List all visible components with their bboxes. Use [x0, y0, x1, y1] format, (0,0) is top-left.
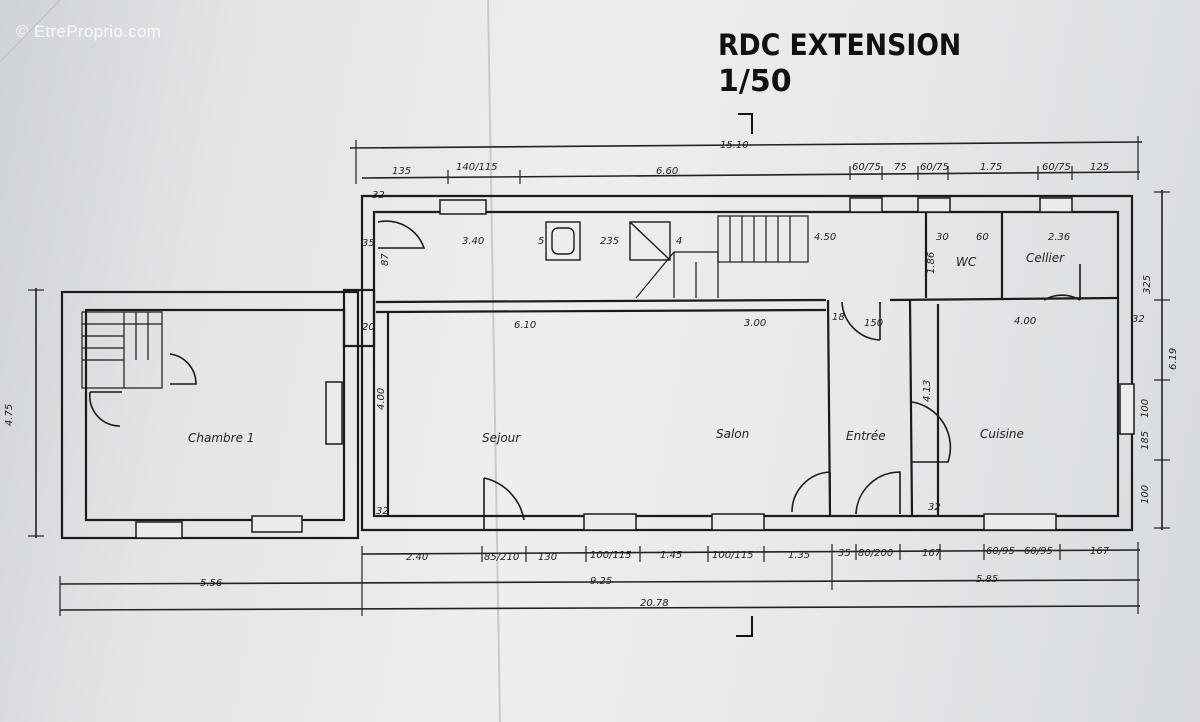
dim-bottom-925: 9.25 [590, 576, 612, 587]
dim-bottom-b13: 167 [1090, 546, 1110, 557]
dim-w610: 6.10 [514, 320, 536, 331]
dim-w236: 2.36 [1048, 232, 1070, 243]
dim-line-bottom-seg [59, 579, 1141, 585]
dim-bottom-b3: 130 [538, 552, 557, 563]
dim-top-d2: 140/115 [456, 162, 498, 173]
room-cuisine: Cuisine [980, 427, 1024, 441]
dim-bottom-556: 5.56 [200, 578, 222, 589]
dim-w30: 30 [936, 232, 949, 243]
crop-mark-top [738, 113, 753, 134]
wall-chambre-inner [84, 308, 346, 522]
walls [60, 194, 1134, 540]
dim-top-overall: 15.10 [720, 140, 749, 151]
room-entree: Entrée [846, 429, 886, 443]
wall-main-outer [360, 194, 1134, 532]
dim-right-r4: 100 [1140, 485, 1151, 504]
windows [135, 197, 1135, 539]
dim-w18: 18 [832, 312, 845, 323]
dim-w400: 4.00 [1014, 316, 1036, 327]
dim-top-d1: 135 [392, 166, 411, 177]
dim-bottom-b2: 85/210 [484, 552, 519, 563]
dim-w340: 3.40 [462, 236, 484, 247]
wall-cuisine-top [889, 296, 1119, 302]
dim-w20: 20 [362, 322, 375, 333]
wall-connector [342, 288, 376, 348]
dim-right-overall: 6.19 [1168, 348, 1179, 370]
dim-w450: 4.50 [814, 232, 836, 243]
dim-bottom-b12: 60/95 [1024, 546, 1053, 557]
wall-entree-cuisine [908, 299, 914, 517]
sanitary [545, 221, 671, 261]
plan-scale: 1/50 [718, 64, 792, 99]
dim-w32b: 32 [376, 506, 389, 517]
dim-bottom-b5: 1.45 [660, 550, 682, 561]
wall-chambre-outer [60, 290, 360, 540]
dim-bottom-b6: 100/115 [712, 550, 754, 561]
dim-bottom-b10: 167 [922, 548, 942, 559]
paper-fold [487, 0, 501, 722]
dim-right-r3: 185 [1140, 431, 1151, 450]
dim-h186: 1.86 [926, 252, 937, 274]
dim-right-r2: 100 [1140, 399, 1151, 418]
dim-bottom-b7: 1.35 [788, 550, 810, 561]
dim-w235: 235 [600, 236, 619, 247]
dim-bottom-b9: 80/200 [858, 548, 893, 559]
room-chambre: Chambre 1 [188, 431, 254, 445]
dim-h413: 4.13 [922, 380, 933, 402]
dim-bottom-b1: 2.40 [406, 552, 428, 563]
dim-w150: 150 [864, 318, 883, 329]
dim-ticks [28, 136, 1170, 616]
crop-mark-bottom [736, 616, 753, 637]
dim-h475: 4.75 [4, 404, 15, 426]
dim-line-bottom-detail [361, 549, 1141, 555]
dim-w32c: 32 [928, 502, 941, 513]
wall-corridor-2 [375, 308, 827, 314]
plan-title: RDC EXTENSION [718, 28, 962, 62]
room-salon: Salon [716, 427, 749, 441]
dim-w5: 5 [538, 236, 544, 247]
dim-bottom-585: 5.85 [976, 574, 998, 585]
wall-main-inner [372, 210, 1120, 518]
dim-w32r: 32 [1132, 314, 1145, 325]
dim-top-d7: 1.75 [980, 162, 1002, 173]
dim-bottom-b11: 60/95 [986, 546, 1015, 557]
dim-top-d6: 60/75 [920, 162, 949, 173]
doors [88, 220, 1081, 530]
dim-line-top-overall [349, 141, 1143, 149]
dim-v32: 32 [372, 190, 385, 201]
dim-right-r1: 325 [1142, 275, 1153, 294]
dim-v87: 87 [380, 253, 391, 266]
dim-top-d5: 75 [894, 162, 907, 173]
dim-top-d8: 60/75 [1042, 162, 1071, 173]
dim-top-d3: 6.60 [656, 166, 678, 177]
paper-corner [0, 0, 61, 63]
dim-line-top-detail [361, 171, 1141, 179]
dim-bottom-overall: 20.78 [640, 598, 669, 609]
room-sejour: Sejour [482, 431, 521, 445]
shower [629, 221, 671, 261]
wall-corridor [375, 298, 827, 304]
stairs [81, 215, 809, 389]
dim-bottom-b8: 35 [838, 548, 851, 559]
dim-w60: 60 [976, 232, 989, 243]
dim-v35: 35 [362, 238, 375, 249]
room-wc: WC [956, 255, 977, 269]
dim-w300: 3.00 [744, 318, 766, 329]
dim-top-d9: 125 [1090, 162, 1109, 173]
dim-bottom-b4: 100/115 [590, 550, 632, 561]
dim-w4: 4 [676, 236, 682, 247]
dim-line-bottom-overall [59, 605, 1141, 611]
dim-top-d4: 60/75 [852, 162, 881, 173]
bathtub [545, 221, 581, 261]
watermark: © EtreProprio.com [16, 22, 162, 41]
room-cellier: Cellier [1026, 251, 1065, 265]
dim-h400: 4.00 [376, 388, 387, 410]
